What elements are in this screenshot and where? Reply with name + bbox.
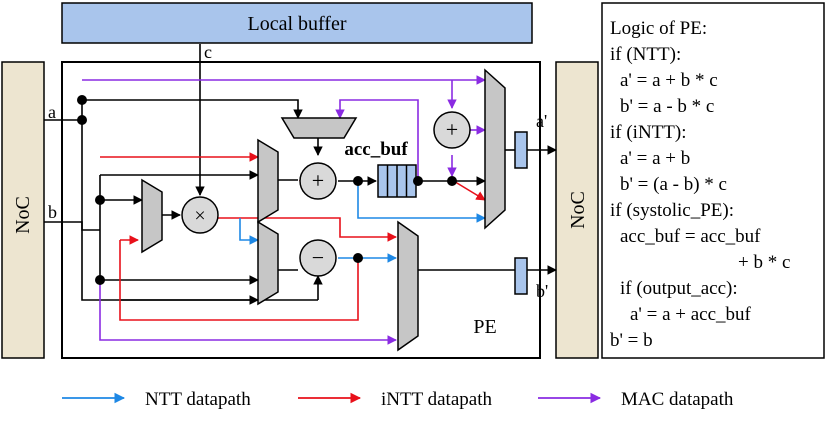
- legend-intt-label: iNTT datapath: [381, 389, 492, 410]
- output-register-a: [514, 131, 528, 169]
- logic-line: if (systolic_PE):: [610, 200, 734, 221]
- port-a-out-label: a': [536, 111, 547, 131]
- logic-line: if (iNTT):: [610, 122, 687, 143]
- logic-line: b' = b: [610, 330, 653, 351]
- wire-junctions: [77, 95, 457, 285]
- logic-line: a' = a + b * c: [620, 70, 718, 91]
- logic-line-title: Logic of PE:: [610, 18, 707, 39]
- mux-lower-mid: [257, 220, 279, 306]
- logic-line: if (output_acc):: [620, 278, 738, 299]
- noc-right-block: [555, 61, 599, 359]
- logic-line: if (NTT):: [610, 44, 681, 65]
- logic-line: b' = a - b * c: [620, 96, 714, 117]
- local-buffer-block: [61, 2, 533, 44]
- noc-left-label: NoC: [12, 196, 34, 234]
- noc-left-block: [1, 61, 45, 359]
- purple-wires: [82, 75, 486, 345]
- add-operator: [299, 162, 337, 200]
- pe-box: [61, 61, 541, 359]
- left-mux: [141, 178, 163, 254]
- multiply-operator: [181, 196, 219, 234]
- top-add-operator: [433, 111, 471, 149]
- output-register-b: [514, 257, 528, 295]
- logic-panel: [601, 2, 825, 359]
- local-buffer-label: Local buffer: [247, 13, 346, 35]
- legend-mac-label: MAC datapath: [621, 389, 734, 410]
- pe-label: PE: [473, 316, 496, 338]
- legend: NTT datapath iNTT datapath MAC datapath: [62, 389, 734, 410]
- logic-line: a' = a + acc_buf: [630, 304, 752, 325]
- add-symbol: +: [312, 168, 324, 193]
- port-a-label: a: [48, 102, 56, 122]
- mux-upper-mid: [257, 138, 279, 224]
- logic-line: acc_buf = acc_buf: [620, 226, 761, 247]
- acc-buf-label: acc_buf: [344, 139, 408, 160]
- logic-line: + b * c: [738, 252, 790, 273]
- top-add-symbol: +: [446, 117, 458, 142]
- subtract-operator: [299, 239, 337, 277]
- subtract-symbol: −: [312, 245, 324, 270]
- port-b-out-label: b': [536, 281, 548, 301]
- logic-line: a' = a + b: [620, 148, 690, 169]
- port-b-label: b: [48, 202, 57, 222]
- mux-bottom-big: [397, 220, 419, 352]
- multiply-symbol: ×: [194, 205, 205, 227]
- port-c-label: c: [204, 42, 212, 62]
- logic-line: b' = (a - b) * c: [620, 174, 727, 195]
- top-mux: [280, 117, 358, 139]
- legend-ntt-label: NTT datapath: [145, 389, 251, 410]
- blue-wires: [239, 181, 486, 263]
- mux-right-big: [484, 68, 506, 230]
- noc-right-label: NoC: [567, 191, 589, 229]
